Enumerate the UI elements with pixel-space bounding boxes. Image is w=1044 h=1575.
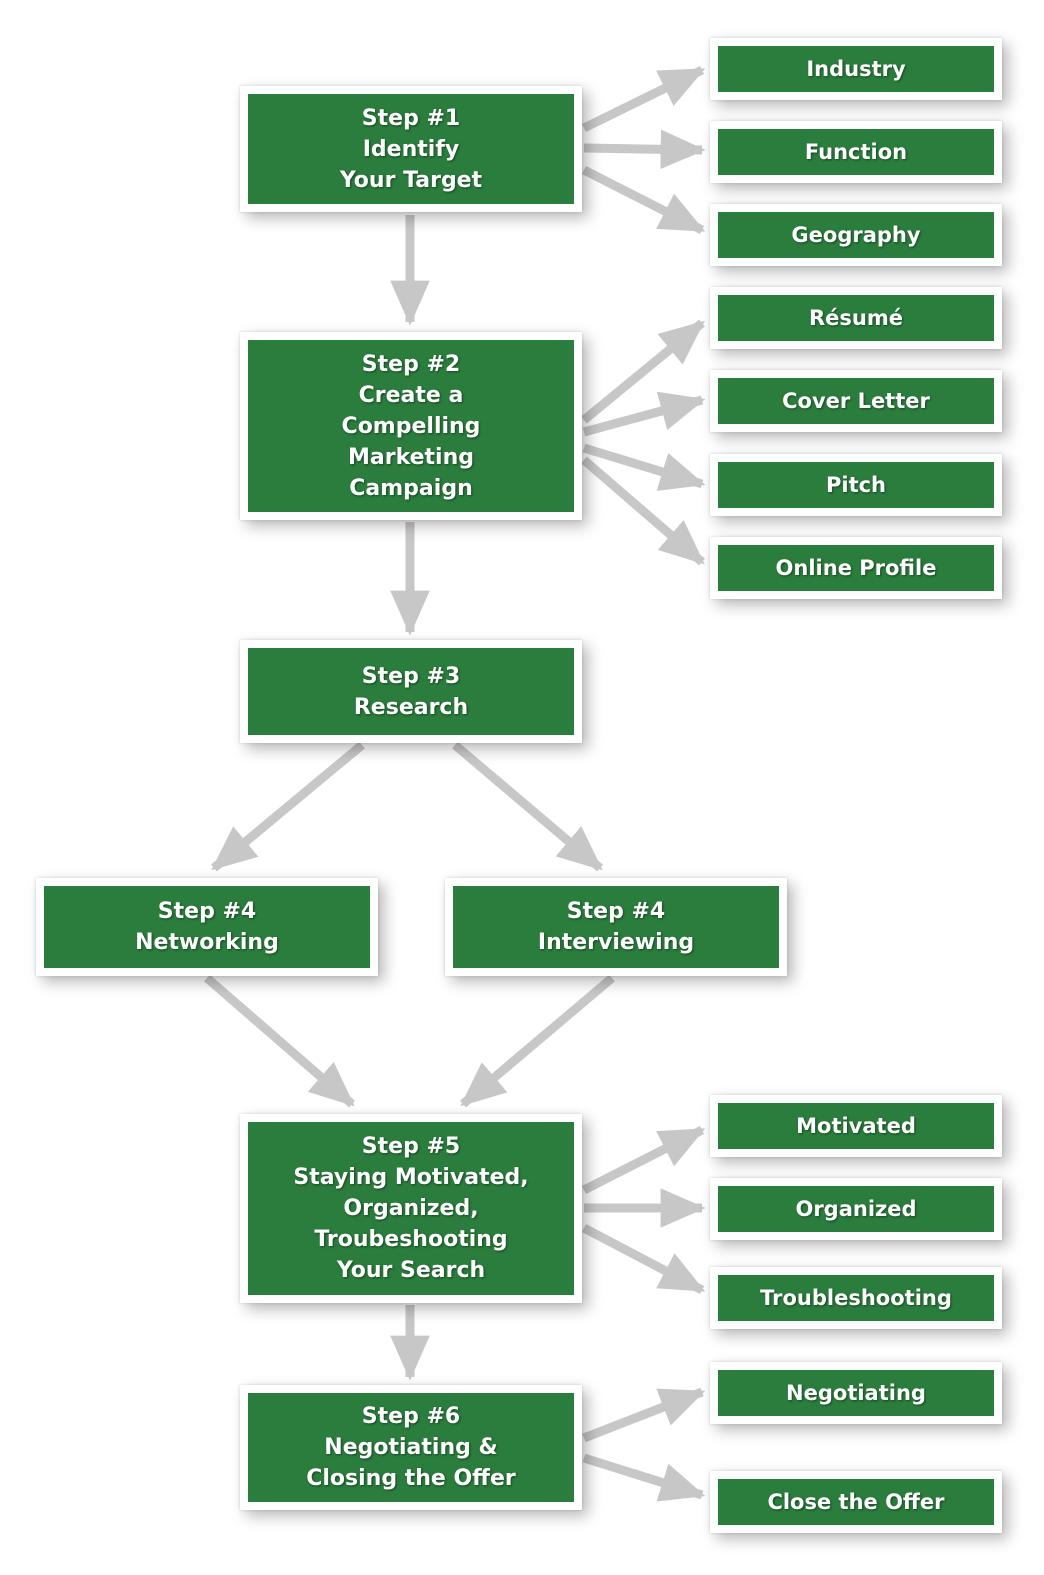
step4-networking-line: Networking — [135, 930, 279, 955]
step4-networking-box: Step #4 Networking — [36, 878, 378, 976]
step4-networking-line: Step #4 — [157, 899, 257, 924]
arrow-step1-to-geography — [581, 165, 706, 235]
arrow-step6-to-close-the-offer — [582, 1453, 706, 1502]
outcome-pitch: Pitch — [710, 454, 1002, 516]
outcome-industry: Industry — [710, 38, 1002, 100]
arrow-step1-to-function — [583, 129, 706, 170]
step5-line: Troubeshooting — [314, 1227, 508, 1252]
outcome-organized: Organized — [710, 1178, 1002, 1240]
step1-line: Your Target — [339, 167, 483, 193]
arrow-step5-to-troubleshooting — [581, 1224, 706, 1294]
step3-line: Research — [353, 694, 469, 720]
arrow-step2-to-cover-letter — [582, 391, 706, 437]
outcome-label: Geography — [718, 212, 994, 258]
step6-line: Negotiating & — [324, 1435, 498, 1460]
step2-box: Step #2 Create a Compelling Marketing Ca… — [240, 332, 582, 520]
outcome-label: Cover Letter — [718, 378, 994, 424]
outcome-label: Pitch — [718, 462, 994, 508]
step2-line: Marketing — [347, 444, 475, 470]
step5-line: Staying Motivated, — [293, 1165, 529, 1190]
outcome-label: Negotiating — [718, 1370, 994, 1416]
outcome-label: Function — [718, 129, 994, 175]
step4-networking-label: Step #4 Networking — [44, 886, 370, 968]
outcome-negotiating: Negotiating — [710, 1362, 1002, 1424]
step5-label: Step #5 Staying Motivated, Organized, Tr… — [248, 1122, 574, 1295]
arrow-step5-to-motivated — [581, 1125, 706, 1195]
step2-line: Campaign — [349, 475, 473, 501]
step5-line: Step #5 — [361, 1134, 461, 1159]
outcome-label: Motivated — [718, 1103, 994, 1149]
step2-line: Compelling — [341, 413, 481, 439]
outcome-cover-letter: Cover Letter — [710, 370, 1002, 432]
step6-line: Closing the Offer — [306, 1466, 516, 1491]
arrow-step2-to-online-profile — [581, 456, 705, 566]
step3-box: Step #3 Research — [240, 640, 582, 743]
arrow-step6-to-negotiating — [582, 1387, 706, 1443]
step4-interviewing-line: Interviewing — [537, 930, 695, 955]
outcome-function: Function — [710, 121, 1002, 183]
step4-interviewing-label: Step #4 Interviewing — [453, 886, 779, 968]
step5-line: Your Search — [336, 1258, 486, 1283]
step6-line: Step #6 — [361, 1404, 461, 1429]
outcome-geography: Geography — [710, 204, 1002, 266]
step6-box: Step #6 Negotiating & Closing the Offer — [240, 1385, 582, 1510]
step5-line: Organized, — [343, 1196, 479, 1221]
outcome-close-the-offer: Close the Offer — [710, 1471, 1002, 1533]
step3-label: Step #3 Research — [248, 648, 574, 735]
step2-label: Step #2 Create a Compelling Marketing Ca… — [248, 340, 574, 512]
outcome-troubleshooting: Troubleshooting — [710, 1267, 1002, 1329]
step2-line: Step #2 — [361, 351, 461, 377]
outcome-label: Online Profile — [718, 545, 994, 591]
step1-line: Identify — [362, 136, 460, 162]
outcome-label: Résumé — [718, 295, 994, 341]
arrow-step1-to-industry — [582, 65, 706, 133]
step4-interviewing-box: Step #4 Interviewing — [445, 878, 787, 976]
arrow-step2-to-pitch — [582, 443, 706, 491]
step5-box: Step #5 Staying Motivated, Organized, Tr… — [240, 1114, 582, 1303]
arrow-networking-to-step5 — [204, 974, 355, 1108]
step2-line: Create a — [358, 382, 464, 408]
arrow-step2-to-resume — [581, 319, 705, 424]
outcome-resume: Résumé — [710, 287, 1002, 349]
step6-label: Step #6 Negotiating & Closing the Offer — [248, 1393, 574, 1502]
step3-line: Step #3 — [361, 663, 461, 689]
outcome-motivated: Motivated — [710, 1095, 1002, 1157]
step1-line: Step #1 — [361, 105, 461, 131]
outcome-online-profile: Online Profile — [710, 537, 1002, 599]
outcome-label: Troubleshooting — [718, 1275, 994, 1321]
step1-box: Step #1 Identify Your Target — [240, 86, 582, 212]
arrow-step3-to-networking — [211, 741, 365, 872]
arrow-step3-to-interviewing — [452, 741, 603, 872]
outcome-label: Industry — [718, 46, 994, 92]
outcome-label: Close the Offer — [718, 1479, 994, 1525]
outcome-label: Organized — [718, 1186, 994, 1232]
step1-label: Step #1 Identify Your Target — [248, 94, 574, 204]
step4-interviewing-line: Step #4 — [566, 899, 666, 924]
arrow-interviewing-to-step5 — [460, 974, 615, 1108]
